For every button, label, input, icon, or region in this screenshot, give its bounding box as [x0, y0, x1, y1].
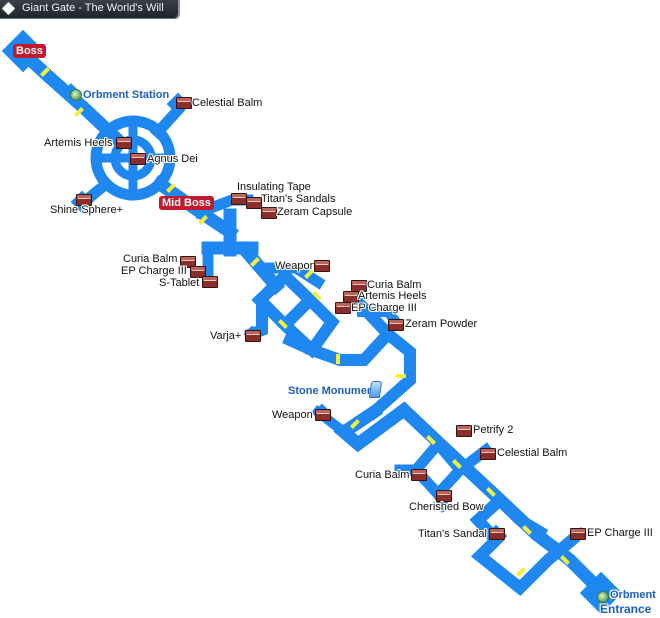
item-artemis-heels[interactable]: Artemis Heels	[44, 137, 113, 149]
treasure-chest-icon	[76, 194, 92, 206]
item-curia-balm[interactable]: Curia Balm	[123, 253, 178, 265]
map-title: Giant Gate - The World's Will	[22, 2, 164, 14]
treasure-chest-icon	[190, 266, 206, 278]
lower-right-branch	[469, 491, 581, 597]
treasure-chest-icon	[456, 425, 472, 437]
treasure-chest-icon	[176, 97, 192, 109]
treasure-chest-icon	[388, 319, 404, 331]
treasure-chest-icon	[436, 490, 452, 502]
item-titans-sandal[interactable]: Titan's Sandal	[418, 528, 487, 540]
treasure-chest-icon	[351, 280, 367, 292]
treasure-chest-icon	[315, 409, 331, 421]
mid-boss-marker[interactable]: Mid Boss	[159, 196, 214, 210]
orbment-icon	[597, 591, 609, 603]
entrance-label[interactable]: Entrance	[600, 602, 652, 616]
item-ep-charge-iii[interactable]: EP Charge III	[351, 302, 417, 314]
lattice-grid	[244, 267, 340, 359]
corridor-mid-valley	[304, 291, 416, 421]
item-celestial-balm[interactable]: Celestial Balm	[192, 97, 263, 109]
map-title-bar: Giant Gate - The World's Will	[0, 0, 180, 18]
treasure-chest-icon	[489, 528, 505, 540]
item-curia-balm[interactable]: Curia Balm	[367, 279, 422, 291]
item-petrify-2[interactable]: Petrify 2	[473, 424, 514, 436]
treasure-chest-icon	[130, 153, 146, 165]
item-titans-sandals[interactable]: Titan's Sandals	[261, 193, 336, 205]
treasure-chest-icon	[202, 276, 218, 288]
branch-celestial-balm	[150, 102, 186, 140]
diamond-icon	[2, 2, 15, 15]
corridor-lower	[333, 401, 610, 600]
item-ep-charge-iii[interactable]: EP Charge III	[121, 265, 187, 277]
treasure-chest-icon	[570, 528, 586, 540]
orbment-station-label[interactable]: Orbment Station	[83, 89, 170, 101]
orbment-station-icon	[70, 89, 82, 101]
treasure-chest-icon	[261, 207, 277, 219]
stone-monument-label[interactable]: Stone Monument	[288, 385, 378, 397]
item-zeram-capsule[interactable]: Zeram Capsule	[277, 206, 353, 218]
item-s-tablet[interactable]: S-Tablet	[159, 277, 200, 289]
treasure-chest-icon	[343, 291, 359, 303]
treasure-chest-icon	[245, 330, 261, 342]
item-varja[interactable]: Varja+	[210, 330, 242, 342]
treasure-chest-icon	[411, 469, 427, 481]
treasure-chest-icon	[314, 260, 330, 272]
item-insulating-tape[interactable]: Insulating Tape	[237, 181, 311, 193]
item-weapon[interactable]: Weapon	[272, 409, 313, 421]
item-ep-charge-iii[interactable]: EP Charge III	[587, 527, 653, 539]
item-zeram-powder[interactable]: Zeram Powder	[405, 318, 478, 330]
orbment-label[interactable]: Orbment	[610, 589, 656, 601]
item-curia-balm[interactable]: Curia Balm	[355, 469, 410, 481]
boss-marker[interactable]: Boss	[13, 44, 46, 58]
treasure-chest-icon	[116, 137, 132, 149]
item-cherished-bow[interactable]: Cherished Bow	[409, 501, 484, 513]
treasure-chest-icon	[180, 256, 196, 268]
item-shine-sphere[interactable]: Shine Sphere+	[50, 204, 124, 216]
branch-weapon-1	[256, 262, 326, 290]
treasure-chest-icon	[480, 448, 496, 460]
item-weapon[interactable]: Weapon	[275, 260, 316, 272]
item-celestial-balm[interactable]: Celestial Balm	[497, 447, 568, 459]
treasure-chest-icon	[231, 193, 247, 205]
treasure-chest-icon	[246, 197, 262, 209]
item-artemis-heels[interactable]: Artemis Heels	[358, 290, 427, 302]
item-agnus-dei[interactable]: Agnus Dei	[147, 153, 198, 165]
treasure-chest-icon	[335, 302, 351, 314]
